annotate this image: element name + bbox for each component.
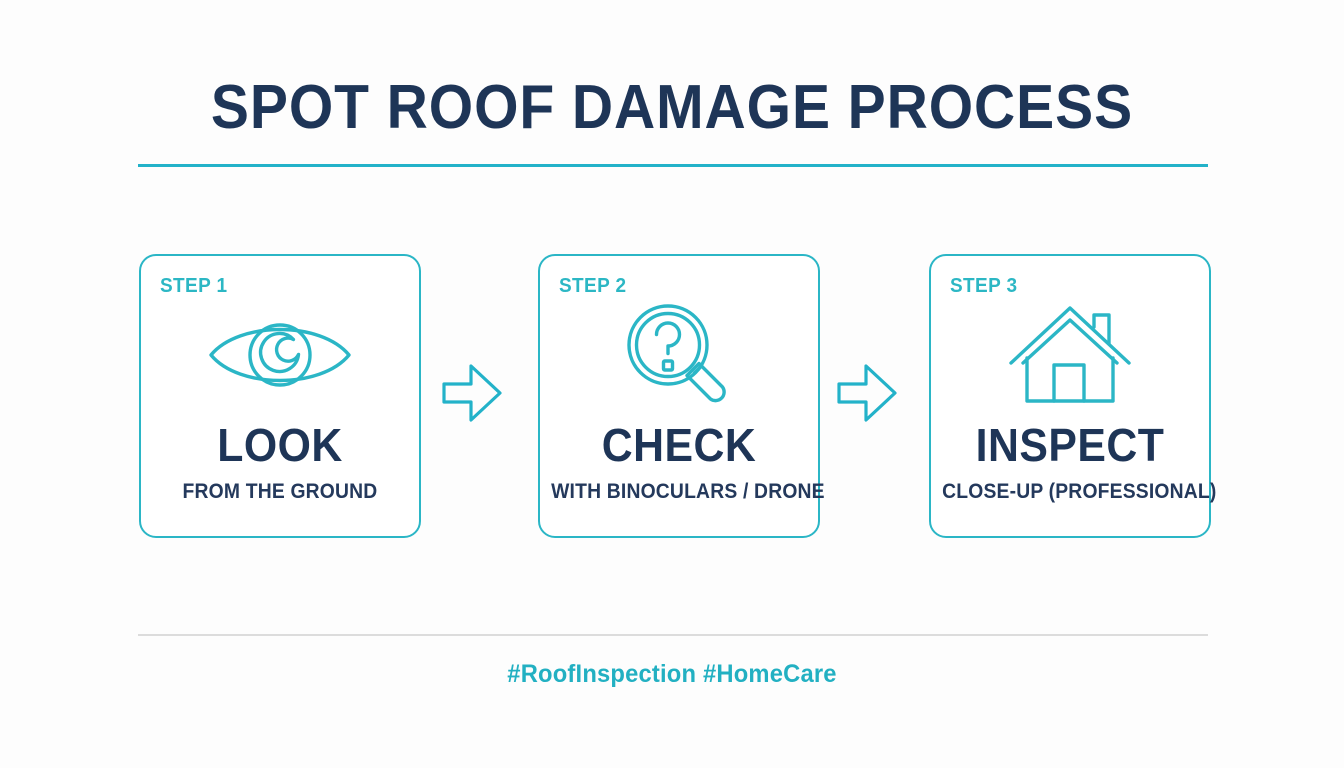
arrow-right-icon (441, 362, 503, 424)
page-title: SPOT ROOF DAMAGE PROCESS (210, 73, 1134, 142)
step-heading-3: INSPECT (975, 419, 1165, 471)
step-card-1[interactable]: STEP 1 LOOK FROM THE GROUND (139, 254, 421, 538)
steps-row: STEP 1 LOOK FROM THE GROUND STEP 2 (0, 254, 1344, 542)
step-label-2: STEP 2 (559, 275, 627, 297)
step-label-1: STEP 1 (160, 275, 228, 297)
footer-hashtags: #RoofInspection #HomeCare (507, 660, 837, 688)
eye-icon (141, 300, 419, 410)
step-heading-2: CHECK (601, 419, 757, 471)
step-subtitle-3: CLOSE-UP (PROFESSIONAL) (942, 480, 1217, 503)
step-subtitle-2: WITH BINOCULARS / DRONE (551, 480, 825, 503)
arrow-right-icon (836, 362, 898, 424)
step-label-3: STEP 3 (950, 275, 1018, 297)
house-icon (931, 300, 1209, 410)
footer-divider (138, 634, 1208, 636)
magnifier-question-icon (540, 300, 818, 410)
step-heading-1: LOOK (217, 419, 343, 471)
step-card-3[interactable]: STEP 3 INSPECT CLOSE-UP (PROFESSIONAL) (929, 254, 1217, 538)
step-card-2[interactable]: STEP 2 CHECK WITH BINOCULARS / DRONE (538, 254, 825, 538)
title-divider (138, 164, 1208, 167)
step-subtitle-1: FROM THE GROUND (182, 480, 378, 503)
